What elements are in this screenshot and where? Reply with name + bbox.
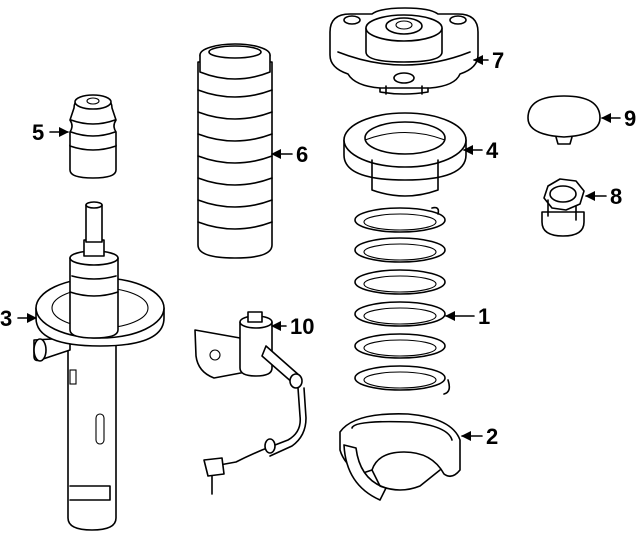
callout-label-5: 5 <box>32 120 44 145</box>
bump-stop-part <box>69 94 117 179</box>
strut-assembly-part <box>33 201 165 531</box>
callout-label-7: 7 <box>492 48 504 73</box>
callout-label-10: 10 <box>290 314 314 339</box>
dust-boot-part <box>197 43 273 259</box>
coil-spring-part <box>354 206 451 395</box>
dust-cap-part <box>527 95 601 145</box>
callout-label-9: 9 <box>624 106 636 131</box>
nut-part <box>541 178 585 237</box>
lower-insulator-part <box>339 413 461 501</box>
callout-label-8: 8 <box>610 184 622 209</box>
callout-labels: 1 2 3 4 5 6 7 8 9 10 <box>0 48 636 449</box>
callout-label-2: 2 <box>486 424 498 449</box>
strut-mount-part <box>329 7 479 95</box>
callout-arrows <box>17 55 621 441</box>
callout-label-1: 1 <box>478 304 490 329</box>
callout-label-4: 4 <box>486 138 499 163</box>
callout-label-6: 6 <box>296 142 308 167</box>
level-sensor-part <box>194 311 307 495</box>
callout-label-3: 3 <box>0 306 12 331</box>
spring-seat-part <box>343 112 467 197</box>
